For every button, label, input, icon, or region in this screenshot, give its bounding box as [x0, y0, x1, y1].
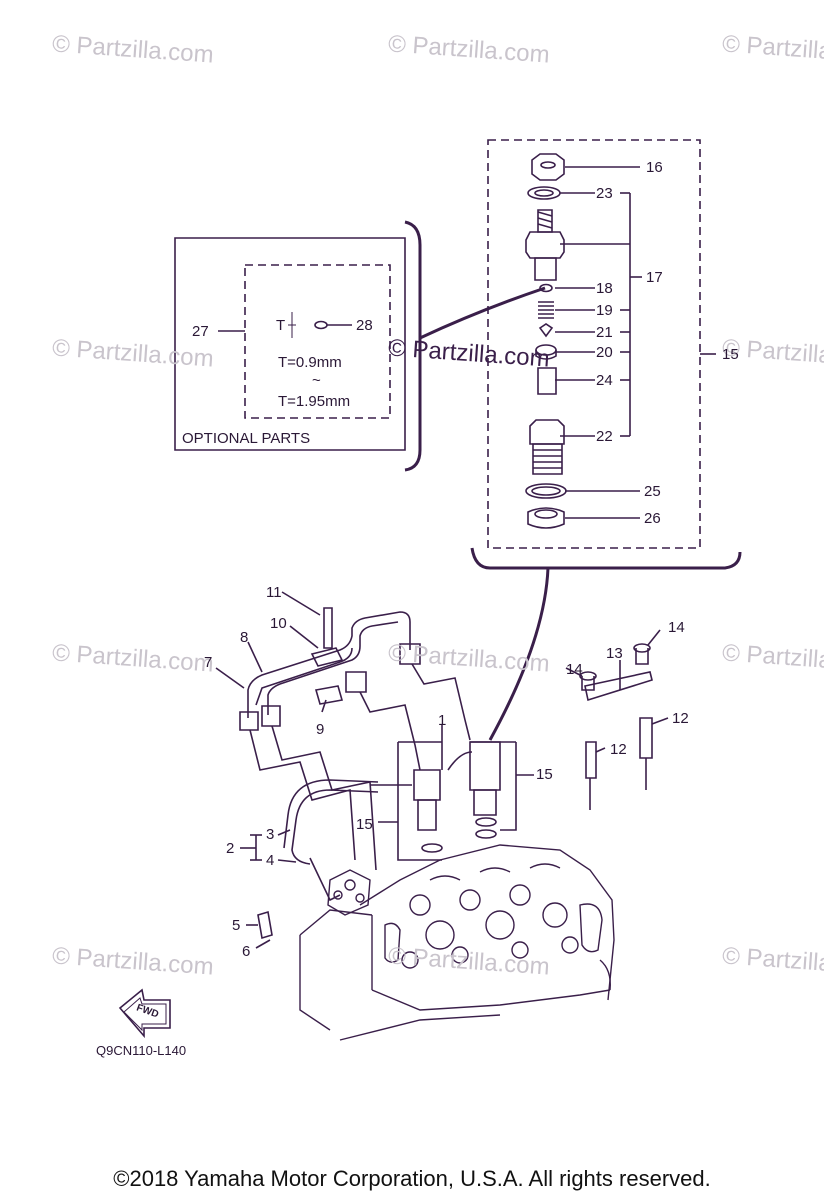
callout-9: 9	[316, 721, 325, 738]
callout-26: 26	[644, 510, 661, 527]
callout-22: 22	[596, 428, 613, 445]
thickness-max: T=1.95mm	[278, 393, 351, 410]
callout-12: 12	[672, 710, 689, 727]
callout-13: 13	[606, 645, 623, 662]
injection-pipes	[215, 591, 471, 871]
thickness-symbol: T	[276, 317, 286, 334]
callout-1: 1	[438, 712, 447, 729]
callout-28: 28	[356, 317, 373, 334]
optional-parts-label: OPTIONAL PARTS	[182, 430, 311, 447]
lower-injectors	[370, 724, 534, 861]
callout-3: 3	[266, 826, 275, 843]
callout-8: 8	[240, 629, 249, 646]
thickness-range-tilde: ~	[312, 372, 321, 389]
callout-4: 4	[266, 852, 275, 869]
callout-18: 18	[596, 280, 613, 297]
callout-24: 24	[596, 372, 613, 389]
return-hose	[240, 779, 379, 949]
glow-plugs	[565, 629, 669, 810]
callout-14: 14	[668, 619, 685, 636]
diagram-code: Q9CN110-L140	[96, 1043, 187, 1058]
thickness-min: T=0.9mm	[278, 354, 342, 371]
callout-6: 6	[242, 943, 251, 960]
callout-15: 15	[356, 816, 373, 833]
injector-exploded-box	[470, 139, 742, 741]
callout-16: 16	[646, 159, 663, 176]
callout-12: 12	[610, 741, 627, 758]
optional-parts-box	[174, 220, 546, 472]
callout-15: 15	[536, 766, 553, 783]
callout-11: 11	[266, 584, 282, 601]
callout-27: 27	[192, 323, 209, 340]
callout-5: 5	[232, 917, 241, 934]
callout-2: 2	[226, 840, 235, 857]
callout-10: 10	[270, 615, 287, 632]
callout-19: 19	[596, 302, 613, 319]
callout-17: 17	[646, 269, 663, 286]
callout-14: 14	[566, 661, 583, 678]
cylinder-head	[299, 844, 615, 1041]
copyright-notice: ©2018 Yamaha Motor Corporation, U.S.A. A…	[113, 1166, 711, 1191]
callout-21: 21	[596, 324, 613, 341]
callout-20: 20	[596, 344, 613, 361]
callout-23: 23	[596, 185, 613, 202]
callout-15: 15	[722, 346, 739, 363]
callout-25: 25	[644, 483, 661, 500]
callout-7: 7	[204, 654, 213, 671]
fwd-arrow-icon	[118, 988, 171, 1039]
